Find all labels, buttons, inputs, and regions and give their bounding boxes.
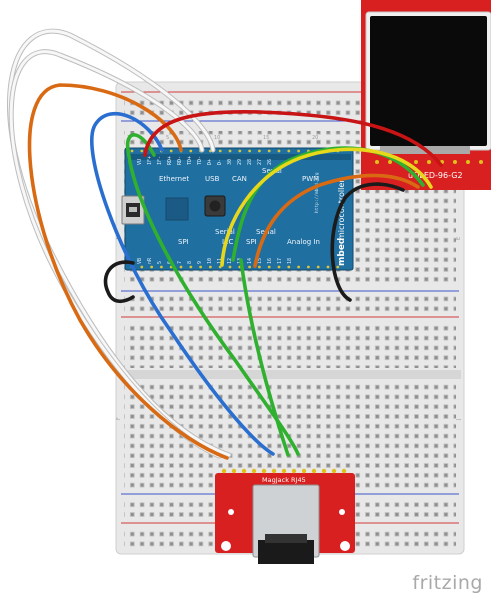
uoled-display: uOLED-96-G2 — [361, 0, 491, 190]
pin-label-top-8: D- — [217, 159, 223, 165]
display-model-label: uOLED-96-G2 — [408, 171, 463, 180]
pin-label-top-11: 28 — [247, 159, 253, 165]
pin-label-bottom-2: 5 — [157, 261, 163, 264]
wire-black-gnd[interactable] — [103, 260, 135, 304]
label-spi-2: SPI — [246, 238, 257, 246]
center-channel — [119, 370, 461, 379]
pin-label-bottom-4: 7 — [177, 261, 183, 264]
col-number-10: 10 — [214, 135, 220, 141]
fritzing-logo-text: fritzing — [412, 572, 483, 594]
wire-black-to-display[interactable] — [330, 182, 405, 302]
label-can: CAN — [232, 175, 247, 183]
wire-green-to-display[interactable] — [231, 146, 425, 262]
pin-label-bottom-14: 17 — [277, 258, 283, 264]
pin-label-top-1: IF+ — [147, 156, 153, 165]
pin-label-bottom-8: 11 — [217, 258, 223, 264]
row-letter-bottom-left: F — [116, 417, 122, 420]
col-number-20: 20 — [312, 135, 318, 141]
mcu-chip — [165, 197, 189, 221]
label-pwm: PWM — [302, 175, 319, 183]
rj45-label: MagJack RJ45 — [262, 476, 306, 484]
pin-label-top-0: VU — [137, 159, 143, 165]
label-spi: SPI — [178, 238, 189, 246]
wire-yellow-to-display[interactable] — [220, 147, 433, 267]
pin-label-top-6: TD- — [197, 156, 203, 165]
pin-label-bottom-5: 8 — [187, 261, 193, 264]
wire-orange-to-display[interactable] — [253, 173, 420, 268]
wire-green-2[interactable] — [239, 258, 290, 457]
middle-power-rail — [124, 293, 456, 313]
url-label: http://mbed.org — [314, 172, 320, 213]
label-ethernet: Ethernet — [159, 175, 189, 183]
pin-label-bottom-13: 16 — [267, 258, 273, 264]
mbed-brand: mbed — [337, 238, 347, 266]
row-letter-bottom-right: J — [456, 419, 462, 421]
pin-label-top-5: TD+ — [187, 156, 193, 165]
col-number-15: 15 — [263, 135, 269, 141]
label-i2c: I2C — [222, 238, 234, 246]
terminal-strip-lower — [124, 382, 456, 490]
wire-orange-rd-plus[interactable] — [27, 83, 229, 460]
wire-red-to-display[interactable] — [143, 109, 443, 167]
pin-label-top-2: IF- — [157, 156, 163, 165]
pin-label-top-7: D+ — [207, 159, 213, 165]
label-analog-in: Analog In — [287, 238, 320, 246]
pin-label-bottom-0: VB — [137, 258, 143, 264]
terminal-strip-middle — [124, 324, 456, 368]
pin-label-top-10: 29 — [237, 159, 243, 165]
col-number-5: 5 — [166, 135, 169, 141]
label-usb: USB — [205, 175, 220, 183]
pin-label-bottom-7: 10 — [207, 258, 213, 264]
row-letters-top-right: E — [456, 237, 462, 240]
mbed-product: microcontroller — [337, 179, 346, 240]
pin-label-top-9: 30 — [227, 159, 233, 165]
pin-label-bottom-1: nR — [147, 257, 153, 264]
wire-blue-rd-minus[interactable] — [90, 112, 275, 456]
pin-label-top-4: RD- — [177, 156, 183, 165]
pin-label-bottom-11: 14 — [247, 258, 253, 264]
mbed-microcontroller: VU IF+ IF- RD+ RD- TD+ TD- D+ D- 30 29 2… — [121, 147, 354, 271]
label-serial-3: Serial — [215, 228, 235, 236]
pin-label-bottom-12: 15 — [257, 258, 263, 264]
pin-label-top-3: RD+ — [167, 156, 173, 165]
pin-label-top-13: 26 — [267, 159, 273, 165]
pin-label-top-12: 27 — [257, 159, 263, 165]
rj45-breakout: MagJack RJ45 — [215, 468, 355, 564]
usb-connector — [121, 195, 145, 225]
pin-label-bottom-9: 12 — [227, 258, 233, 264]
reset-button[interactable] — [204, 195, 226, 217]
pin-label-bottom-6: 9 — [197, 261, 203, 264]
pin-label-bottom-15: 18 — [287, 258, 293, 264]
